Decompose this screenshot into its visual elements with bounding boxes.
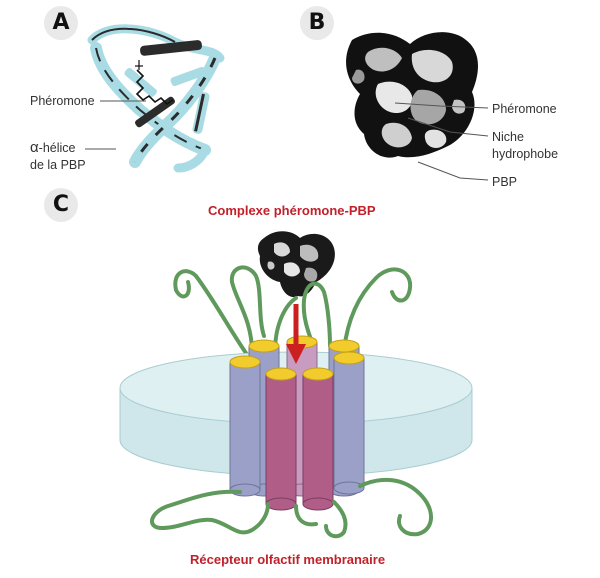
receptor-title: Récepteur olfactif membranaire [190, 552, 386, 567]
label-pheromone-b: Phéromone [492, 102, 557, 116]
panel-label-b: B [300, 6, 334, 40]
label-pheromone-a: Phéromone [30, 94, 95, 108]
niche-leader-b [407, 117, 489, 137]
alpha-symbol: α [30, 139, 39, 156]
panel-label-a: A [44, 6, 78, 40]
pheromone-leader-b [394, 102, 489, 109]
label-helix-a: α-hélice [30, 140, 76, 156]
pbp-leader-b [417, 161, 489, 181]
label-niche-line2: hydrophobe [492, 147, 559, 161]
helix-cylinders [229, 335, 365, 511]
complex-blob [257, 231, 335, 298]
label-pbp: PBP [492, 175, 518, 189]
ribbon-structure [87, 24, 225, 173]
label-niche-line1: Niche [492, 130, 524, 144]
surface-structure [346, 32, 478, 158]
complex-title: Complexe phéromone-PBP [208, 203, 376, 218]
intracellular-loops [150, 477, 433, 539]
binding-arrow [286, 304, 306, 364]
panel-label-c: C [44, 188, 78, 222]
label-helix-a-line2: de la PBP [30, 158, 86, 172]
helix-line1: -hélice [38, 141, 76, 155]
